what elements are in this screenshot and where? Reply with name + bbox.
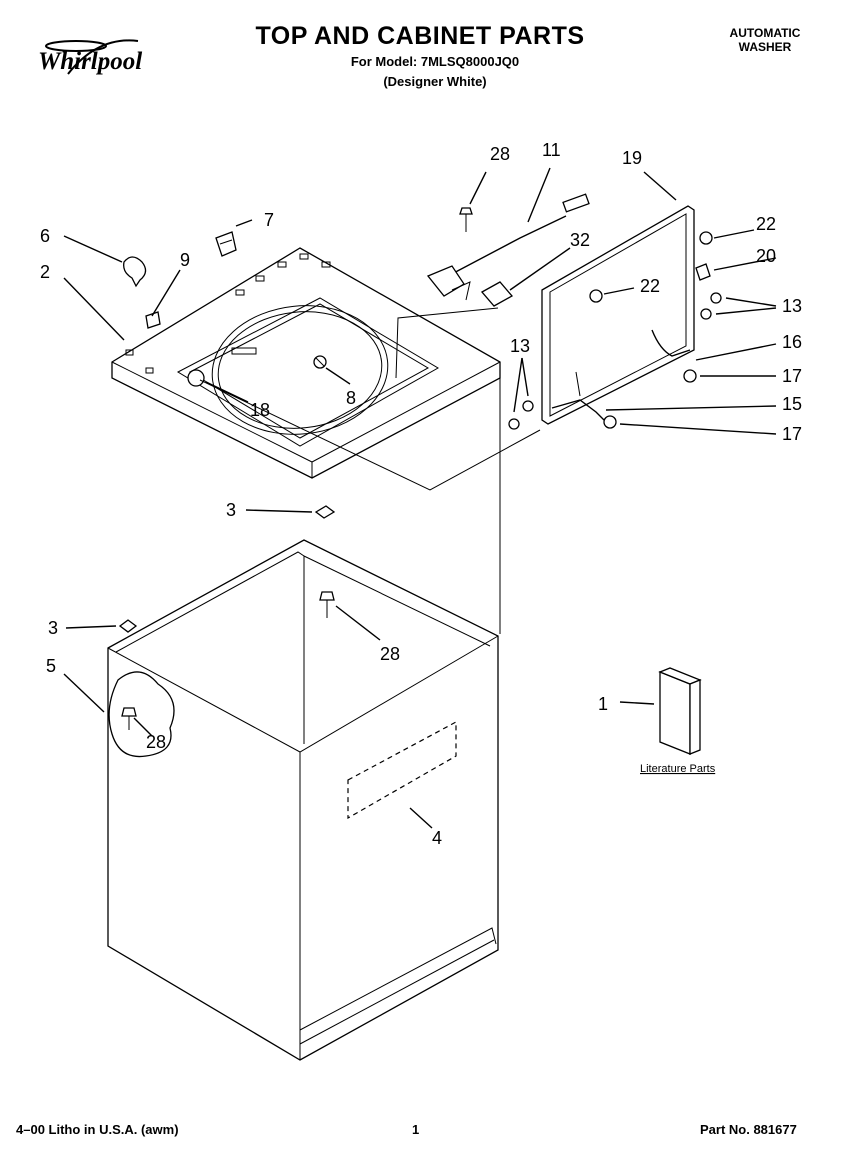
part-6-hinge (123, 256, 147, 288)
cabinet-cutaway (108, 671, 175, 758)
part-28-screw-cabinet (319, 591, 335, 618)
part-22-bumper-b (589, 289, 603, 303)
callout-13-right: 13 (782, 296, 802, 316)
callout-17-lower: 17 (782, 424, 802, 444)
part-4-label-area (347, 720, 457, 820)
callout-32: 32 (570, 230, 590, 250)
whirlpool-logo-swoosh (45, 39, 139, 75)
callout-4: 4 (432, 828, 442, 848)
callout-15: 15 (782, 394, 802, 414)
part-3-clip-right (314, 505, 336, 519)
footer-litho: 4–00 Litho in U.S.A. (awm) (16, 1122, 179, 1137)
variant-line: (Designer White) (383, 74, 487, 89)
callout-3-right: 3 (226, 500, 236, 520)
callout-22-left: 22 (640, 276, 660, 296)
washer-top (111, 247, 501, 479)
callout-8: 8 (346, 388, 356, 408)
callout-1: 1 (598, 694, 608, 714)
callout-20: 20 (756, 246, 776, 266)
part-3-clip-left (118, 619, 138, 633)
part-5-cabinet (107, 539, 499, 1061)
page-title: TOP AND CABINET PARTS (255, 22, 585, 50)
part-32-bracket (480, 281, 514, 307)
leader-lines (63, 167, 777, 829)
model-line: For Model: 7MLSQ8000JQ0 (350, 54, 520, 69)
callout-9: 9 (180, 250, 190, 270)
part-22-bumper-a (699, 231, 713, 245)
part-8-screw (313, 355, 327, 369)
callout-5: 5 (46, 656, 56, 676)
callout-16: 16 (782, 332, 802, 352)
part-13-screws-right (700, 292, 722, 320)
literature-parts-label: Literature Parts (640, 763, 716, 775)
footer-page-number: 1 (412, 1122, 420, 1137)
callout-3-left: 3 (48, 618, 58, 638)
part-13-screws-left (508, 400, 534, 430)
callout-17-upper: 17 (782, 366, 802, 386)
product-type-line2: WASHER (738, 40, 792, 54)
callout-18: 18 (250, 400, 270, 420)
product-type-line1: AUTOMATIC (729, 26, 801, 40)
part-20-clip (695, 263, 711, 281)
part-15-rod (551, 371, 605, 421)
part-1-literature (658, 667, 702, 755)
part-17-bumper-b (603, 415, 617, 429)
callout-11: 11 (542, 140, 561, 160)
part-28-screw-cutaway (121, 707, 137, 730)
callout-28-top: 28 (490, 144, 510, 164)
part-17-bumper-a (683, 369, 697, 383)
product-type: AUTOMATIC WASHER (700, 26, 830, 54)
footer-part-number: Part No. 881677 (700, 1122, 797, 1137)
part-16-hinge-rod (651, 329, 691, 357)
callout-2: 2 (40, 262, 50, 282)
callout-6: 6 (40, 226, 50, 246)
brand-logo: Whirlpool (38, 48, 143, 75)
part-18-dispenser (187, 369, 205, 387)
part-11-wire-harness (426, 193, 590, 301)
callout-7: 7 (264, 210, 274, 230)
callout-28-cabinet: 28 (380, 644, 400, 664)
callout-19: 19 (622, 148, 642, 168)
part-7-clip (215, 231, 237, 257)
callout-13-left: 13 (510, 336, 530, 356)
callout-22-right: 22 (756, 214, 776, 234)
callout-28-cutaway: 28 (146, 732, 166, 752)
model-info: For Model: 7MLSQ8000JQ0 (Designer White) (300, 52, 570, 92)
part-19-lid-frame (541, 205, 695, 425)
part-28-screw-top (459, 207, 473, 232)
